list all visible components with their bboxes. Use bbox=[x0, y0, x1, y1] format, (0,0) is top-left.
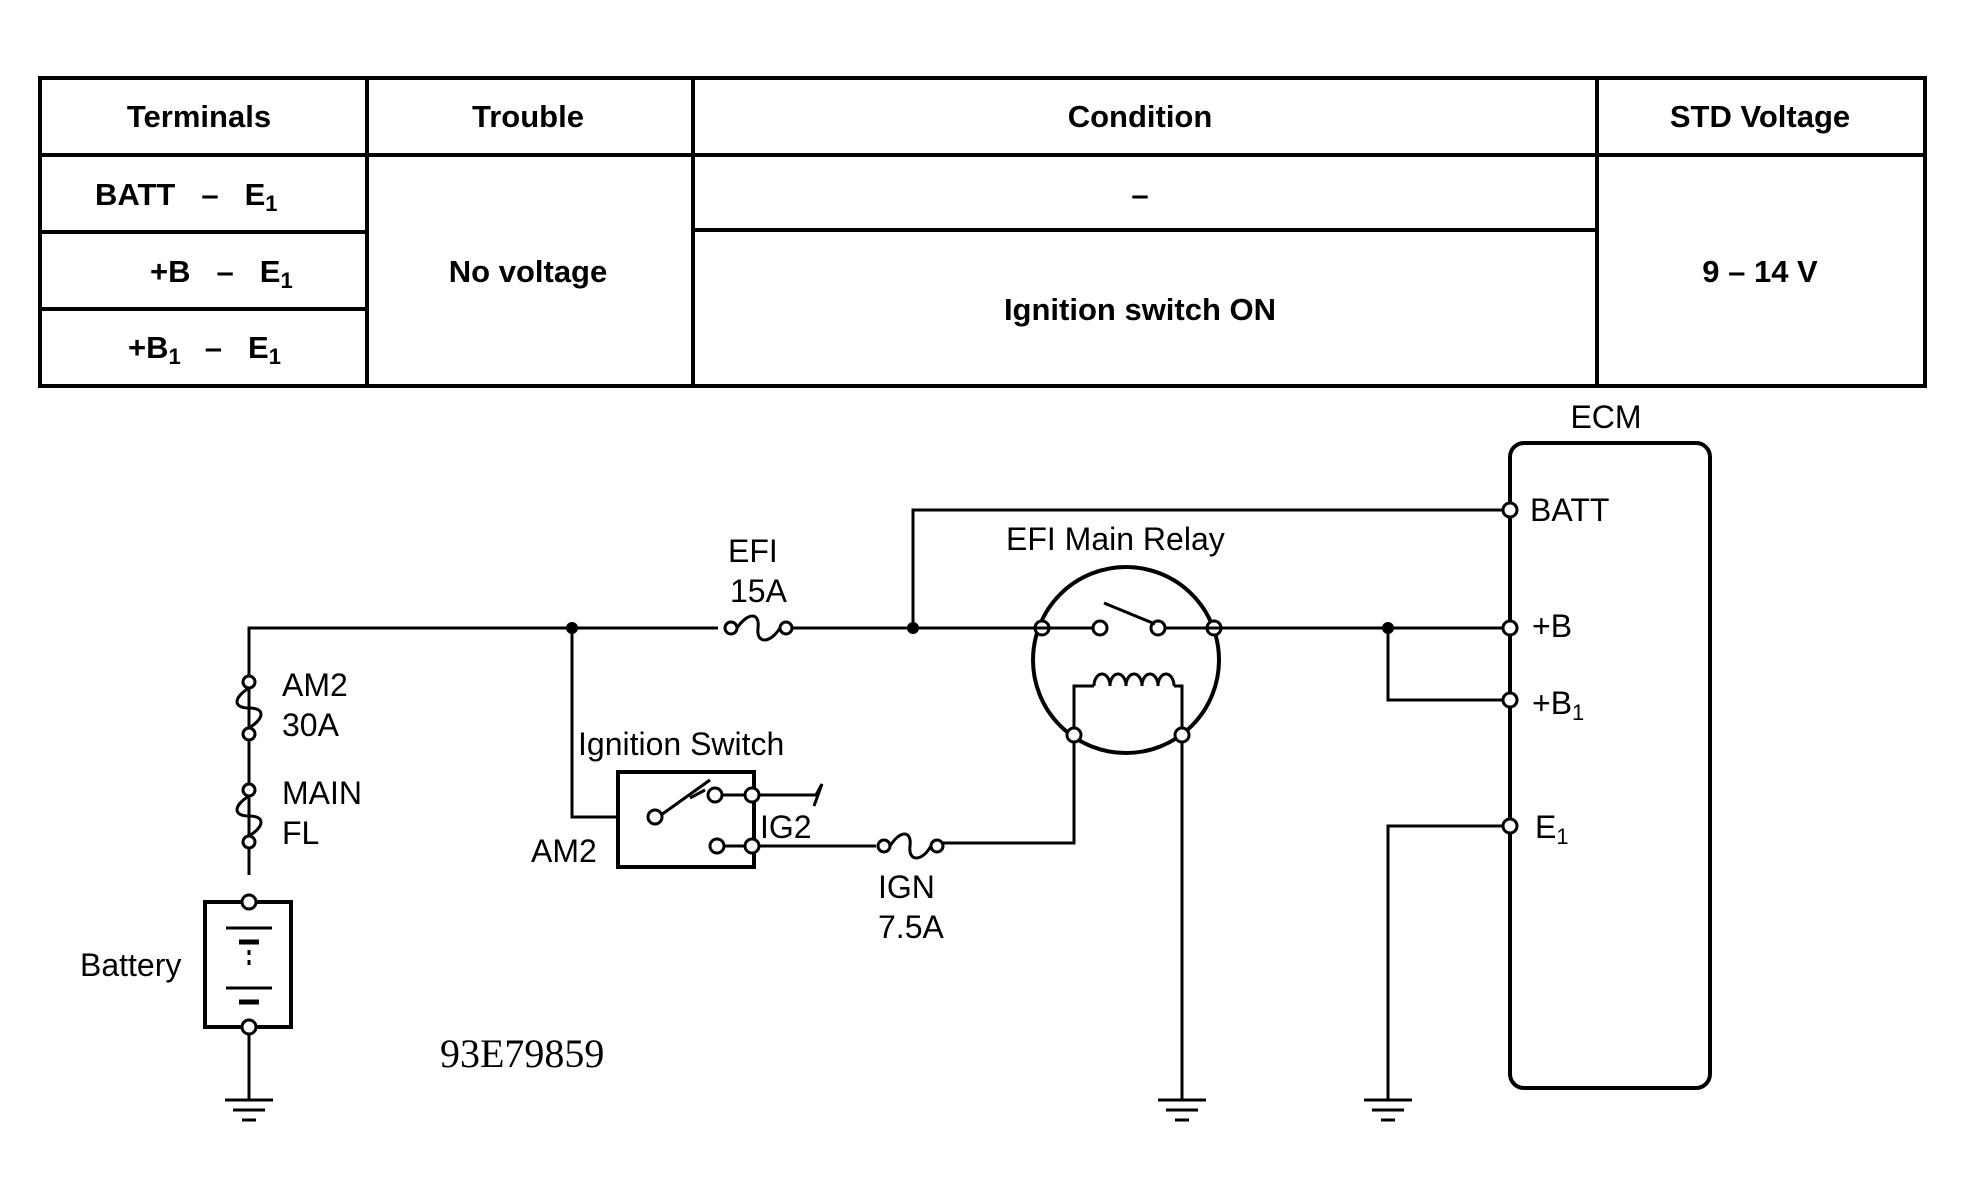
terminal-ref: E bbox=[245, 177, 266, 212]
battery-label: Battery bbox=[80, 947, 181, 983]
b1-branch-wire bbox=[1386, 628, 1510, 702]
terminal-main-sub: 1 bbox=[169, 344, 181, 369]
am2-fuse-symbol bbox=[235, 674, 263, 742]
ignition-switch-symbol bbox=[616, 770, 824, 869]
voltage-table: Terminals Trouble Condition STD Voltage … bbox=[38, 76, 1927, 388]
ign-fuse-symbol bbox=[876, 832, 945, 860]
ign-fuse-rating: 7.5A bbox=[878, 909, 944, 945]
ecm-node-b bbox=[1501, 619, 1519, 637]
terminal-separator: – bbox=[201, 177, 218, 212]
header-terminals: Terminals bbox=[127, 99, 271, 134]
battery-symbol bbox=[203, 893, 293, 1036]
am2-fuse-name: AM2 bbox=[282, 667, 348, 703]
ignition-switch-label: Ignition Switch bbox=[578, 726, 784, 762]
terminal-main: BATT bbox=[95, 177, 175, 212]
terminal-b-e1: +B–E1 bbox=[150, 254, 293, 293]
terminal-batt-e1: BATT–E1 bbox=[95, 177, 278, 216]
terminal-b1-e1: +B1–E1 bbox=[128, 330, 281, 369]
ecm-node-b1 bbox=[1501, 691, 1519, 709]
terminal-ref-sub: 1 bbox=[269, 344, 281, 369]
ground-icon bbox=[1158, 1098, 1206, 1122]
std-voltage-value: 9 – 14 V bbox=[1702, 254, 1818, 289]
junction-dot bbox=[1382, 622, 1394, 634]
ecm-terminal-batt: BATT bbox=[1530, 492, 1609, 528]
e1-ground-wire bbox=[1386, 824, 1510, 1100]
coil-feed-wire bbox=[940, 742, 1076, 845]
ignition-switch-am2-label: AM2 bbox=[531, 833, 597, 869]
ecm-terminal-b: +B bbox=[1532, 608, 1572, 644]
ecm-box bbox=[1508, 441, 1712, 1090]
terminal-ref-sub: 1 bbox=[265, 191, 277, 216]
batt-wire bbox=[911, 508, 1510, 628]
ign-fuse-name: IGN bbox=[878, 869, 935, 905]
ecm-label: ECM bbox=[1570, 399, 1641, 435]
terminal-ref: E bbox=[248, 330, 269, 365]
header-condition: Condition bbox=[1068, 99, 1213, 134]
main-fl-name: MAIN bbox=[282, 775, 362, 811]
circuit: ECM BATT +B +B1 E1 EFI 15A bbox=[80, 399, 1712, 1122]
terminal-main: +B bbox=[128, 330, 169, 365]
efi-fuse-rating: 15A bbox=[730, 573, 788, 609]
efi-main-relay-label: EFI Main Relay bbox=[1006, 521, 1225, 557]
terminal-separator: – bbox=[205, 330, 222, 365]
trouble-no-voltage: No voltage bbox=[449, 254, 607, 289]
terminal-separator: – bbox=[217, 254, 234, 289]
condition-batt: – bbox=[1131, 177, 1148, 212]
ecm-terminal-b1: +B1 bbox=[1532, 685, 1584, 725]
ignition-switch-ig2-label: IG2 bbox=[760, 809, 812, 845]
ecm-terminal-e1: E1 bbox=[1535, 809, 1569, 849]
efi-fuse-name: EFI bbox=[728, 533, 778, 569]
condition-ignition-on: Ignition switch ON bbox=[1004, 292, 1276, 327]
ecm-node-batt bbox=[1501, 501, 1519, 519]
terminal-main: +B bbox=[150, 254, 191, 289]
header-std-voltage: STD Voltage bbox=[1670, 99, 1850, 134]
main-fl-rating: FL bbox=[282, 815, 319, 851]
terminal-ref-sub: 1 bbox=[280, 268, 292, 293]
am2-fuse-rating: 30A bbox=[282, 707, 340, 743]
ground-icon bbox=[225, 1098, 273, 1122]
junction-dot bbox=[907, 622, 919, 634]
ground-icon bbox=[1364, 1098, 1412, 1122]
header-trouble: Trouble bbox=[472, 99, 584, 134]
am2-feed-wire bbox=[570, 628, 620, 819]
efi-main-relay-symbol bbox=[1028, 565, 1228, 755]
figure-code: 93E79859 bbox=[440, 1031, 604, 1076]
terminal-ref: E bbox=[260, 254, 281, 289]
efi-fuse-symbol bbox=[718, 614, 794, 642]
ecm-node-e1 bbox=[1501, 817, 1519, 835]
main-fusible-link-symbol bbox=[235, 782, 263, 850]
